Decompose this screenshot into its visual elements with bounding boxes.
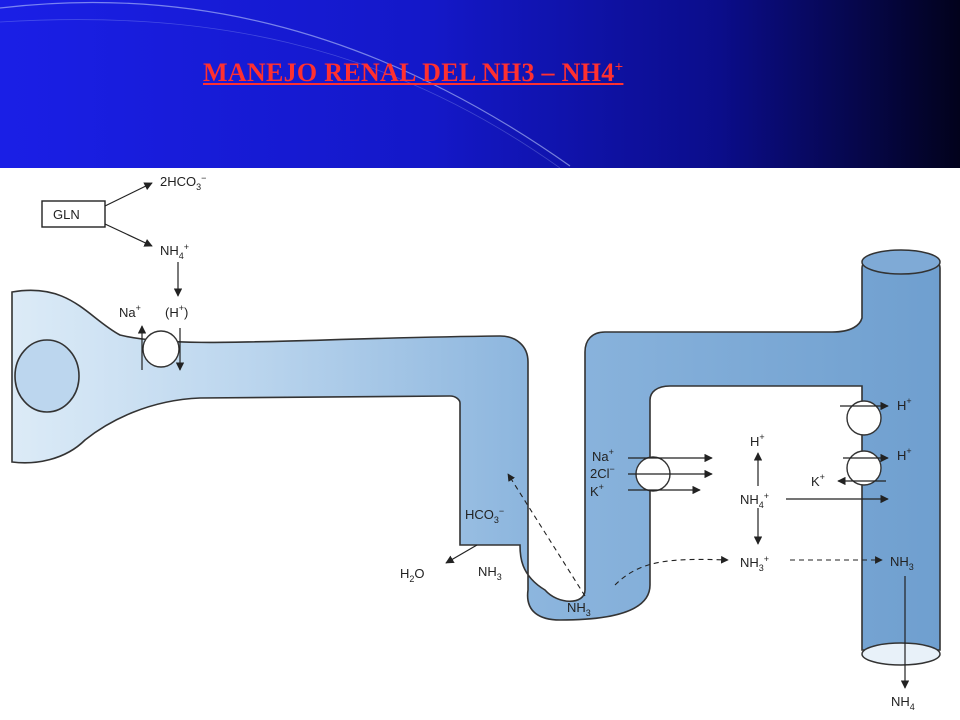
nh3-col-label: NH3 [890, 554, 914, 572]
gln-box [41, 200, 106, 228]
nh4-mid-label: NH4+ [740, 491, 769, 510]
nephron-tubule [11, 252, 941, 651]
arrow-gln-nh4 [104, 223, 153, 247]
cl-asc-label: 2Cl− [590, 464, 615, 481]
arrow-to-h2o [445, 544, 478, 564]
bowman-capsule [14, 339, 80, 413]
h-k-exchanger [846, 450, 882, 486]
na-asc-label: Na+ [592, 447, 614, 464]
hco3-loop-label: HCO3− [465, 506, 504, 525]
dashed-nh3-to-hco3 [507, 473, 586, 597]
h-prox-label: (H+) [165, 303, 188, 320]
k-asc-label: K+ [590, 482, 604, 499]
na-h-exchanger [142, 330, 180, 368]
na-prox-label: Na+ [119, 303, 141, 320]
arrow-gln-hco3 [104, 182, 153, 207]
h-pump-1 [846, 400, 882, 436]
h-col1-label: H+ [897, 396, 912, 413]
nh4-top-label: NH4+ [160, 242, 189, 261]
title-superscript: + [614, 59, 624, 76]
slide-header: MANEJO RENAL DEL NH3 – NH4+ [0, 0, 960, 168]
nh3-bottom-label: NH3 [567, 600, 591, 618]
slide-title: MANEJO RENAL DEL NH3 – NH4+ [203, 58, 623, 88]
title-text: MANEJO RENAL DEL NH3 – NH4 [203, 58, 615, 87]
collecting-duct-top [861, 249, 941, 275]
h-mid-label: H+ [750, 432, 765, 449]
h2o-label: H2O [400, 566, 425, 584]
nh4-out-label: NH4 [891, 694, 915, 712]
nephron-diagram: GLN 2HCO3− NH4+ Na+ (H+) HCO3− H2O NH3 N… [11, 173, 941, 712]
h-col2-label: H+ [897, 446, 912, 463]
nh3-mid-label: NH3+ [740, 554, 769, 573]
gln-label: GLN [53, 207, 80, 222]
nh3-desc-label: NH3 [478, 564, 502, 582]
collecting-duct-bottom [861, 642, 941, 666]
k-col-label: K+ [811, 472, 825, 489]
hco3-top-label: 2HCO3− [160, 173, 206, 192]
header-decoration [0, 1, 571, 168]
dashed-nh3-to-interstitium [614, 555, 729, 586]
